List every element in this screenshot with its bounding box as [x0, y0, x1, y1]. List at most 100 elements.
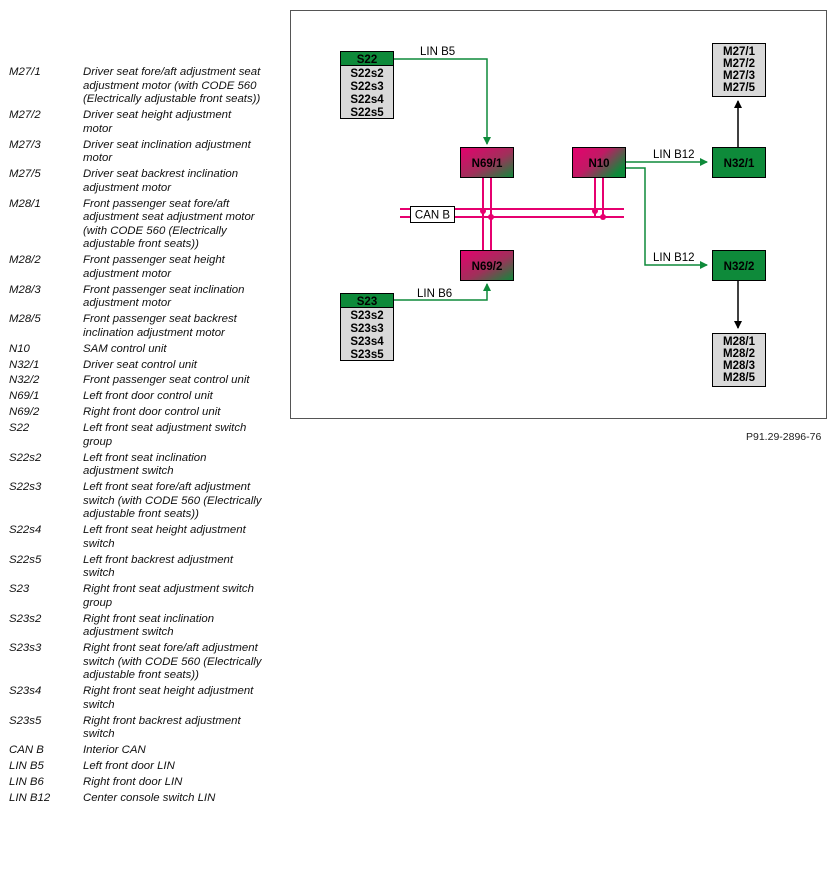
- m27-item-label: M27/5: [723, 82, 756, 94]
- lin-b6-line: [394, 283, 491, 301]
- legend-code: M27/2: [9, 109, 41, 122]
- legend-desc: Interior CAN: [83, 744, 146, 757]
- n69-1-label: N69/1: [472, 158, 503, 170]
- legend-code: N69/2: [9, 406, 40, 419]
- s22-head-label: S22: [357, 54, 377, 66]
- n10-node: N10: [572, 147, 626, 178]
- legend-desc: Right front seat adjustment switch group: [83, 583, 254, 609]
- lin-b6-label: LIN B6: [417, 288, 452, 300]
- s23-switch-group: S23 S23s2 S23s3 S23s4 S23s5: [340, 293, 394, 361]
- legend-code: M28/5: [9, 313, 41, 326]
- legend-code: N69/1: [9, 390, 40, 403]
- lin-b12-label: LIN B12: [653, 252, 695, 264]
- legend-code: LIN B5: [9, 760, 44, 773]
- legend-code: S22s3: [9, 481, 42, 494]
- m27-item-label: M27/3: [723, 70, 755, 82]
- legend-desc: Left front door control unit: [83, 390, 213, 403]
- legend-desc: Front passenger seat control unit: [83, 374, 250, 387]
- legend-row: S23s2 Right front seat inclination adjust…: [9, 613, 269, 640]
- s23-item-label: S23s3: [350, 323, 383, 335]
- legend-desc: Driver seat fore/aft adjustment seat adj…: [83, 66, 261, 106]
- legend-desc: Left front seat inclination adjustment s…: [83, 451, 207, 478]
- legend-desc: Right front seat height adjustment switc…: [83, 685, 254, 711]
- junction-dot: [488, 214, 494, 220]
- legend-desc: Left front seat fore/aft adjustment swit…: [83, 481, 262, 521]
- legend-code: N32/2: [9, 374, 40, 387]
- n10-label: N10: [588, 158, 609, 170]
- legend-code: S23s5: [9, 714, 42, 727]
- m28-item-label: M28/5: [723, 372, 756, 384]
- legend-desc: Front passenger seat fore/aft adjustment…: [83, 197, 255, 251]
- legend-code: S22: [9, 422, 30, 435]
- m28-motor-group: M28/1 M28/2 M28/3 M28/5: [712, 333, 766, 387]
- m27-item-label: M27/2: [723, 58, 755, 70]
- legend-row: N69/1 Left front door control unit: [9, 390, 269, 404]
- legend-row: N32/2 Front passenger seat control unit: [9, 374, 269, 388]
- legend-code: CAN B: [9, 744, 44, 757]
- legend-desc: Right front seat fore/aft adjustment swi…: [83, 642, 262, 682]
- n69-2-node: N69/2: [460, 250, 514, 281]
- s22-item-label: S22s2: [350, 68, 383, 80]
- legend-row: S22s3 Left front seat fore/aft adjustment…: [9, 481, 269, 522]
- n32-2-node: N32/2: [712, 250, 766, 281]
- legend-row: S22s2 Left front seat inclination adjustm…: [9, 452, 269, 479]
- m27-item-label: M27/1: [723, 46, 756, 58]
- legend-row: S23s4 Right front seat height adjustment …: [9, 685, 269, 712]
- legend-desc: Right front seat inclination adjustment …: [83, 612, 215, 639]
- s22-item-label: S22s5: [350, 107, 384, 119]
- legend-row: N69/2 Right front door control unit: [9, 406, 269, 420]
- m28-item-label: M28/2: [723, 348, 755, 360]
- s23-item-label: S23s5: [350, 349, 384, 361]
- legend-code: LIN B12: [9, 791, 51, 804]
- legend-desc: Left front backrest adjustment switch: [83, 553, 234, 580]
- legend-code: M28/3: [9, 283, 41, 296]
- legend-code: S23s4: [9, 685, 42, 698]
- junction-dot: [600, 214, 606, 220]
- s23-item-label: S23s2: [350, 310, 383, 322]
- legend-row: M27/1 Driver seat fore/aft adjustment sea…: [9, 66, 269, 107]
- legend-code: S22s5: [9, 553, 42, 566]
- legend-desc: Front passenger seat height adjustment m…: [83, 254, 225, 280]
- lin-b5-label: LIN B5: [420, 46, 455, 58]
- legend-desc: SAM control unit: [83, 342, 167, 355]
- lin-b12-line: [626, 167, 708, 269]
- m28-item-label: M28/1: [723, 336, 756, 348]
- legend-desc: Right front door LIN: [83, 775, 183, 788]
- legend-desc: Driver seat control unit: [83, 358, 197, 371]
- legend-desc: Front passenger seat backrest inclinatio…: [83, 313, 237, 339]
- legend-code: M27/5: [9, 168, 41, 181]
- legend-code: M27/1: [9, 66, 41, 78]
- legend-desc: Right front backrest adjustment switch: [83, 714, 241, 741]
- lin-b5-line: [394, 58, 491, 145]
- legend-code: M28/2: [9, 254, 41, 267]
- s22-switch-group: S22 S22s2 S22s3 S22s4 S22s5: [340, 51, 394, 119]
- legend-row: N32/1 Driver seat control unit: [9, 359, 269, 373]
- n69-1-node: N69/1: [460, 147, 514, 178]
- n69-2-label: N69/2: [472, 261, 503, 273]
- s22-item-label: S22s3: [350, 81, 383, 93]
- legend: M27/1 Driver seat fore/aft adjustment sea…: [9, 66, 269, 808]
- legend-code: S22s4: [9, 524, 42, 537]
- legend-code: N32/1: [9, 358, 40, 371]
- legend-row: S23s3 Right front seat fore/aft adjustmen…: [9, 642, 269, 683]
- s22-item-label: S22s4: [350, 94, 384, 106]
- legend-code: S23s3: [9, 642, 42, 655]
- legend-desc: Right front door control unit: [83, 406, 221, 419]
- legend-row: S22s5 Left front backrest adjustment swit…: [9, 554, 269, 581]
- legend-code: S22s2: [9, 451, 42, 464]
- diagram-frame: [290, 10, 827, 419]
- legend-code: M28/1: [9, 197, 41, 210]
- legend-row: S23s5 Right front backrest adjustment swi…: [9, 715, 269, 742]
- s23-item-label: S23s4: [350, 336, 384, 348]
- legend-code: S23s2: [9, 612, 42, 625]
- junction-dot: [480, 208, 486, 214]
